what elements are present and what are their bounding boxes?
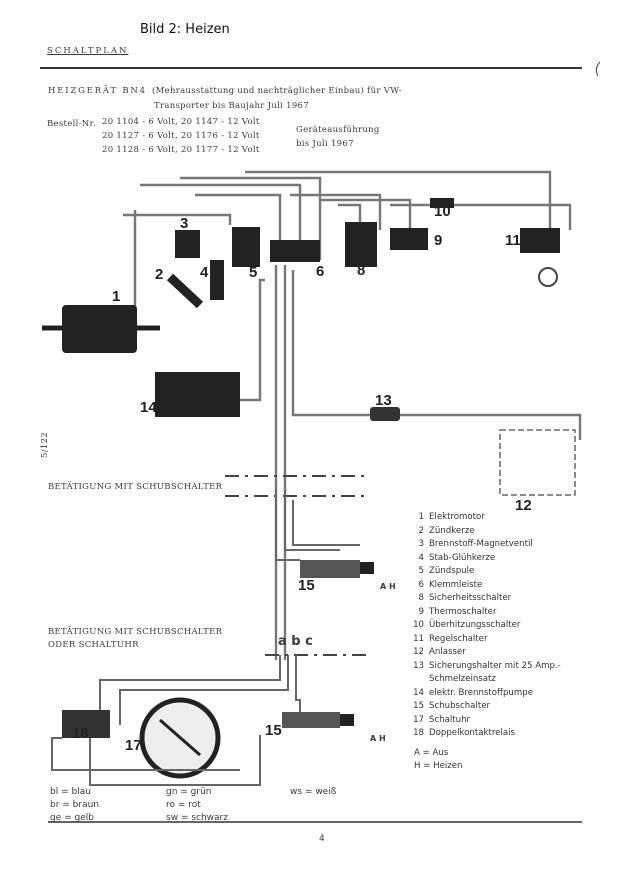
label-13: 13: [375, 392, 392, 409]
mode-aus: A = Aus: [414, 748, 449, 758]
label-15: 15: [298, 577, 315, 594]
legend-item: Schmelzeinsatz: [429, 674, 496, 684]
switch-positions-2: A H: [370, 734, 386, 743]
component-thermoschalter: [390, 228, 428, 250]
component-gluehkerze: [210, 260, 224, 300]
wire: [290, 193, 382, 230]
component-sicherheitsschalter: [345, 222, 377, 267]
label-2: 2: [155, 266, 164, 283]
wire: [140, 183, 302, 255]
label-9: 9: [434, 232, 443, 249]
mode-heizen: H = Heizen: [414, 761, 463, 771]
color-code: sw = schwarz: [166, 813, 228, 823]
color-code: ge = gelb: [50, 813, 94, 823]
order-label: Bestell-Nr.: [47, 119, 96, 129]
component-regelschalter: [520, 228, 560, 253]
title-main: HEIZGERÄT BN4: [48, 86, 147, 96]
color-code: bl = blau: [50, 787, 91, 797]
component-schubschalter: [300, 560, 360, 578]
order-row: 20 1128 - 6 Volt, 20 1177 - 12 Volt: [102, 145, 260, 155]
component-brennstoffpumpe: [155, 372, 240, 417]
wire: [180, 176, 322, 260]
section-heading: SCHALTPLAN: [47, 46, 129, 56]
page-caption: Bild 2: Heizen: [140, 22, 230, 37]
component-anlasser: [499, 429, 576, 496]
label-17: 17: [125, 737, 142, 754]
label-14: 14: [140, 399, 157, 416]
label-11: 11: [505, 232, 521, 249]
label-12: 12: [515, 497, 532, 514]
margin-mark: [595, 61, 601, 77]
color-code: br = braun: [50, 800, 100, 810]
color-code: gn = grün: [166, 787, 212, 797]
wire: [195, 193, 282, 260]
component-schubschalter-2: [282, 712, 340, 728]
switch-positions: A H: [380, 582, 396, 591]
label-1: 1: [112, 288, 121, 305]
label-18: 18: [72, 725, 89, 742]
variant-line1: Geräteausführung: [296, 125, 380, 135]
section2-title-1: BETÄTIGUNG MIT SCHUBSCHALTER: [48, 627, 223, 637]
label-3: 3: [180, 215, 189, 232]
wire: [390, 203, 572, 230]
wire: [291, 270, 582, 440]
component-zuendspule: [232, 227, 260, 267]
label-10: 10: [434, 203, 451, 220]
component-magnetventil: [175, 230, 200, 258]
wire: [320, 198, 412, 230]
wire: [123, 213, 232, 225]
label-4: 4: [200, 264, 209, 281]
section2-title-2: ODER SCHALTUHR: [48, 640, 139, 650]
variant-line2: bis Juli 1967: [296, 139, 354, 149]
component-ueberhitzungsschalter: [430, 198, 454, 208]
label-8: 8: [357, 262, 366, 279]
terminals-label: a b c: [278, 634, 313, 649]
label-5: 5: [249, 264, 258, 281]
order-row: 20 1127 - 6 Volt, 20 1176 - 12 Volt: [102, 131, 260, 141]
label-15b: 15: [265, 722, 282, 739]
component-zuendkerze: [166, 273, 204, 309]
color-code: ws = weiß: [290, 787, 337, 797]
ref-code: 5/122: [40, 432, 50, 458]
component-doppelkontaktrelais: [62, 710, 110, 738]
color-code: ro = rot: [166, 800, 201, 810]
order-row: 20 1104 - 6 Volt, 20 1147 - 12 Volt: [102, 117, 260, 127]
section1-title: BETÄTIGUNG MIT SCHUBSCHALTER: [48, 482, 223, 492]
wire: [338, 203, 362, 225]
component-klemmleiste: [270, 240, 320, 262]
wire: [245, 170, 552, 230]
title-line2: Transporter bis Baujahr Juli 1967: [154, 101, 309, 111]
page-number: 4: [319, 834, 325, 844]
title-rest: (Mehrausstattung und nachträglicher Einb…: [152, 86, 402, 96]
label-6: 6: [316, 263, 325, 280]
component-sicherung: [370, 407, 400, 421]
